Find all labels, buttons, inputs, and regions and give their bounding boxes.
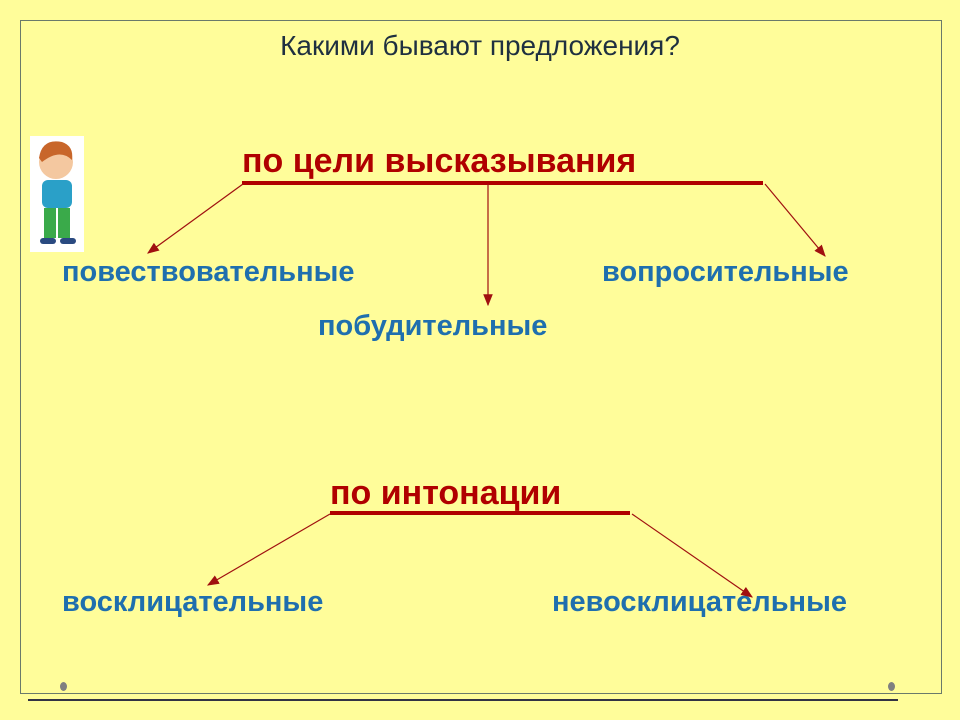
arrow-narrative — [147, 183, 244, 254]
arrow-interrogative — [764, 183, 826, 257]
item-imperative: побудительные — [318, 310, 548, 342]
slide-title: Какими бывают предложения? — [280, 30, 680, 61]
arrow-non-exclamatory — [631, 513, 753, 598]
bottom-divider — [28, 699, 898, 701]
item-interrogative: вопросительные — [602, 256, 849, 288]
heading-intonation: по интонации — [330, 474, 562, 512]
item-non-exclamatory: невосклицательные — [552, 586, 847, 618]
decor-dot-right — [888, 682, 895, 691]
item-narrative: повествовательные — [62, 256, 355, 288]
decor-dot-left — [60, 682, 67, 691]
thinking-boy-illustration — [30, 136, 84, 252]
slide-frame — [20, 20, 942, 694]
arrow-exclamatory — [206, 513, 331, 586]
item-exclamatory: восклицательные — [62, 586, 324, 618]
heading-purpose: по цели высказывания — [242, 142, 637, 180]
